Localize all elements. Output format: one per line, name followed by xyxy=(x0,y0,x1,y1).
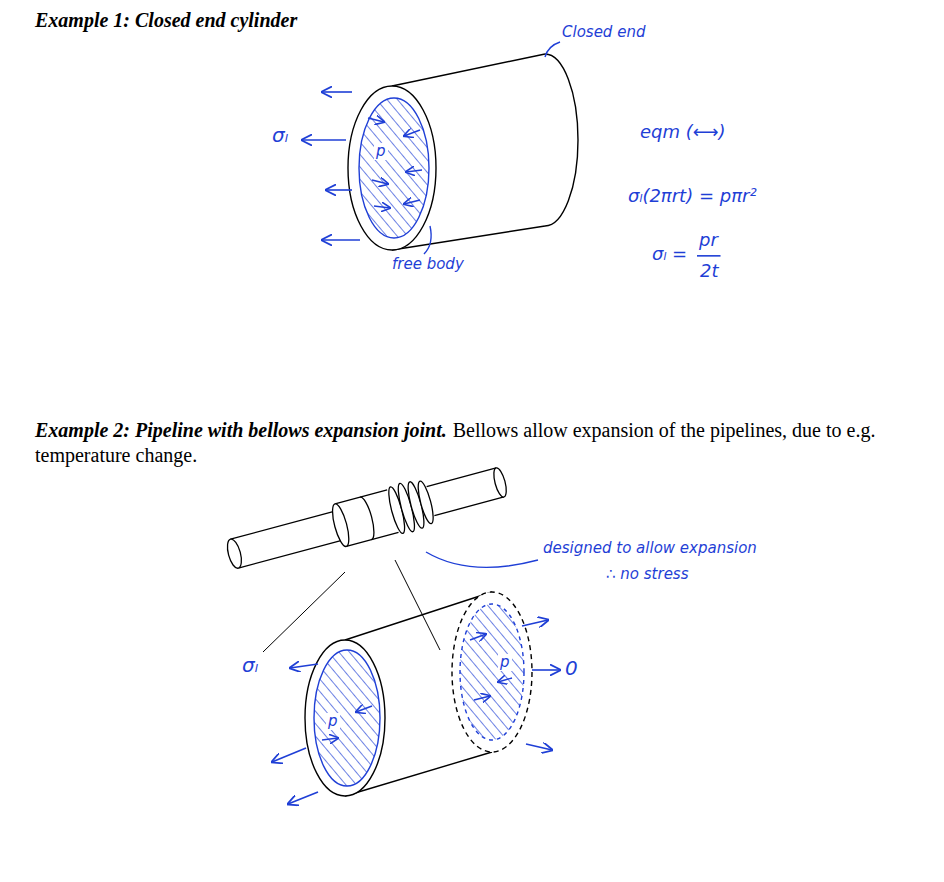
pipeline xyxy=(222,457,511,579)
equation: eqm (⟷) xyxy=(640,122,726,143)
example-heading: Example 1: Closed end cylinder xyxy=(35,9,297,32)
stress-arrows xyxy=(322,91,352,93)
pipeline xyxy=(360,496,377,540)
pressure-arrows xyxy=(322,634,512,740)
pressure-arrows xyxy=(368,118,384,122)
pressure-arrows xyxy=(474,696,490,700)
equation: σₗ = xyxy=(652,244,687,265)
pressure-arrows xyxy=(406,170,422,172)
pressure-arrows xyxy=(470,634,486,640)
stress-arrows xyxy=(522,620,548,626)
pressure-arrows xyxy=(374,206,390,208)
pressure-arrows xyxy=(372,180,388,184)
fraction-numerator: pr xyxy=(699,230,718,251)
pressure-arrows xyxy=(356,706,372,712)
pressure-symbol: p xyxy=(498,654,512,671)
stress-arrows xyxy=(272,748,306,762)
bellows-callout xyxy=(426,552,538,567)
leader-line xyxy=(545,42,560,57)
pressure-arrows xyxy=(498,678,512,682)
stress-arrows xyxy=(326,189,352,191)
pressure-arrows xyxy=(322,738,338,740)
callout-label: designed to allow expansion xyxy=(543,540,757,557)
stress-symbol: σₗ xyxy=(272,124,288,147)
fraction-denominator: 2t xyxy=(700,261,719,282)
detail-leaders xyxy=(395,560,440,650)
stress-arrows xyxy=(532,669,560,671)
stress-arrows xyxy=(302,92,360,240)
pressure-symbol: p xyxy=(326,713,340,730)
callout-label: Closed end xyxy=(562,24,645,41)
closed-cylinder xyxy=(392,54,545,86)
pipeline xyxy=(427,468,504,516)
pipe-segment xyxy=(460,604,524,740)
stress-arrows xyxy=(288,792,318,804)
zero-stress: 0 xyxy=(565,657,578,680)
pipe-segment xyxy=(314,650,380,786)
example-heading: Example 2: Pipeline with bellows expansi… xyxy=(35,419,447,441)
closed-cylinder xyxy=(348,54,578,250)
stress-arrows xyxy=(302,139,346,141)
closed-cylinder xyxy=(359,98,429,238)
pipe-segment xyxy=(305,592,532,796)
fraction-bar xyxy=(697,255,721,257)
pipeline xyxy=(225,538,244,570)
closed-cylinder xyxy=(545,54,578,226)
stress-arrows xyxy=(322,239,360,241)
detail-leaders xyxy=(263,572,345,652)
stress-arrows xyxy=(290,664,318,668)
pressure-arrows xyxy=(368,118,422,208)
free-body-bracket xyxy=(424,226,431,254)
pipe-segment xyxy=(452,592,532,752)
stress-arrows xyxy=(272,620,560,804)
callout-label: free body xyxy=(392,256,464,273)
stress-arrows xyxy=(526,744,552,750)
pressure-arrows xyxy=(404,130,420,136)
callout-label: ∴ no stress xyxy=(606,566,689,583)
pipeline xyxy=(231,511,345,568)
pressure-arrows xyxy=(404,200,420,204)
equation: σₗ(2πrt) = pπr² xyxy=(628,186,757,207)
closed-cylinder xyxy=(348,86,436,250)
pipeline xyxy=(329,502,352,548)
stress-symbol: σₗ xyxy=(242,654,258,677)
example-heading: Example 2: Pipeline with bellows expansi… xyxy=(35,418,915,468)
pipeline xyxy=(415,480,436,525)
pipeline xyxy=(491,467,508,499)
pressure-symbol: p xyxy=(374,143,388,160)
